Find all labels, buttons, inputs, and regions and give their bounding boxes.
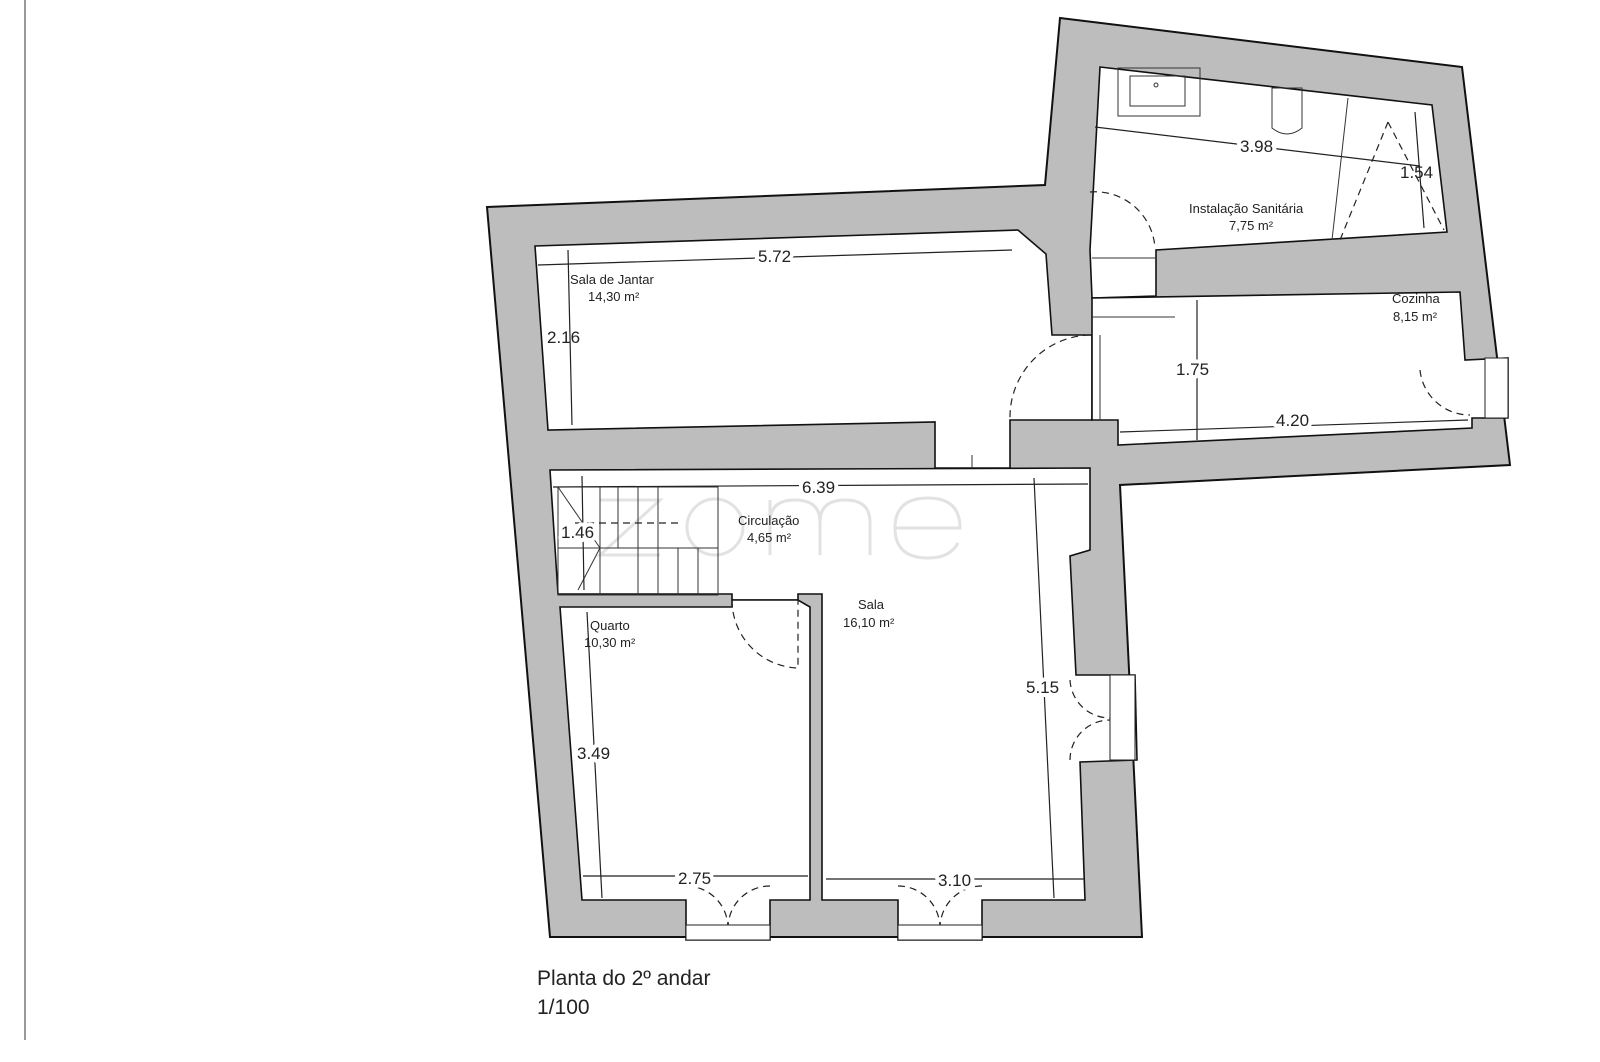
room-name: Quarto: [590, 618, 630, 633]
watermark-logo: [596, 496, 962, 560]
dimension-label: 5.72: [758, 247, 791, 266]
room-name: Sala de Jantar: [570, 272, 655, 287]
staircase: [557, 486, 719, 596]
dimension-lines: [537, 111, 1469, 899]
dimension-label: 1.46: [561, 523, 594, 542]
room-area: 4,65 m²: [747, 530, 792, 545]
room-name: Cozinha: [1392, 291, 1440, 306]
door-swings: [685, 191, 1509, 941]
dimension-label: 1.54: [1400, 163, 1433, 182]
bathroom-fixtures: [1117, 67, 1445, 241]
room-labels: Sala de Jantar 14,30 m² Instalação Sanit…: [570, 201, 1440, 650]
dimension-label: 3.98: [1240, 137, 1273, 156]
plan-scale: 1/100: [537, 996, 590, 1019]
dimension-label: 5.15: [1026, 678, 1059, 697]
dimension-label: 3.49: [577, 744, 610, 763]
room-sala-de-jantar: [534, 229, 1093, 469]
plan-title: Planta do 2º andar: [537, 967, 711, 990]
room-area: 16,10 m²: [843, 615, 895, 630]
room-area: 7,75 m²: [1229, 218, 1274, 233]
dimension-label: 6.39: [802, 478, 835, 497]
room-area: 14,30 m²: [588, 289, 640, 304]
dimension-label: 1.75: [1176, 360, 1209, 379]
dimension-label: 4.20: [1276, 411, 1309, 430]
room-name: Sala: [858, 597, 885, 612]
dimension-labels: 5.72 2.16 3.98 1.54 1.75 4.20 6.39 1.46 …: [547, 133, 1433, 894]
room-name: Instalação Sanitária: [1189, 201, 1304, 216]
room-instalacao-sanitaria: [1089, 66, 1448, 299]
dimension-label: 3.10: [938, 871, 971, 890]
room-cozinha: [1091, 291, 1509, 446]
dimension-label: 2.16: [547, 328, 580, 347]
room-name: Circulação: [738, 513, 799, 528]
dimension-label: 2.75: [678, 869, 711, 888]
room-area: 10,30 m²: [584, 635, 636, 650]
room-area: 8,15 m²: [1393, 309, 1438, 324]
room-quarto: [559, 599, 811, 941]
